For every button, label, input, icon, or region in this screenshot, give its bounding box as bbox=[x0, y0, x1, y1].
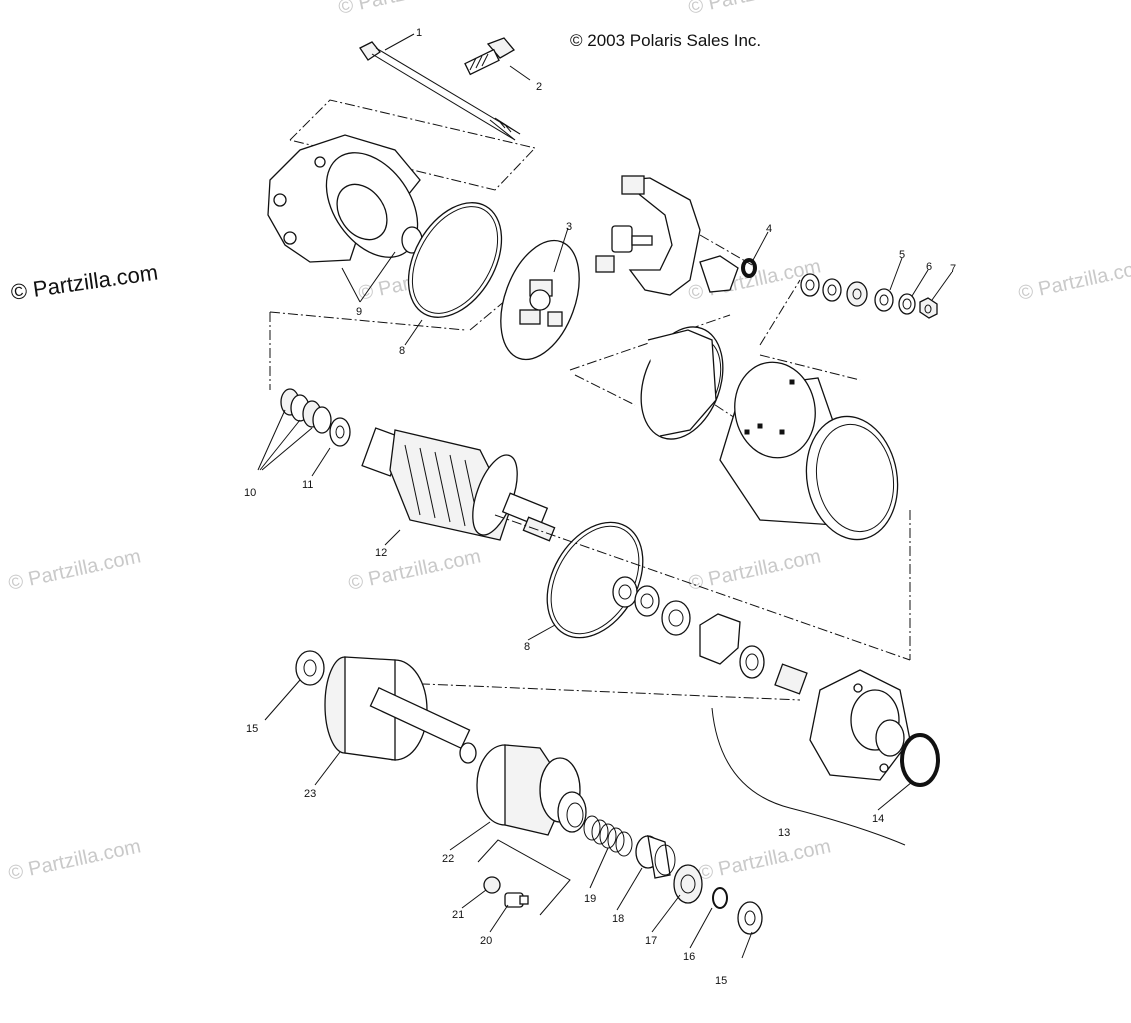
callout-5: 5 bbox=[899, 249, 905, 261]
callout-21: 21 bbox=[452, 909, 464, 921]
callout-6: 6 bbox=[926, 261, 932, 273]
brush-holder-ring bbox=[640, 326, 724, 440]
sleeve bbox=[635, 835, 676, 879]
washer-21 bbox=[483, 876, 501, 894]
watermark: © Partzilla.com bbox=[6, 545, 142, 595]
callout-14: 14 bbox=[872, 813, 884, 825]
callout-11: 11 bbox=[302, 479, 313, 491]
washer-15-lower-hole bbox=[744, 910, 756, 926]
callout-13: 13 bbox=[778, 827, 790, 839]
callout-8-upper: 8 bbox=[399, 345, 405, 357]
rear-washers bbox=[612, 576, 808, 695]
callout-20: 20 bbox=[480, 935, 492, 947]
bearing-caps bbox=[257, 388, 332, 471]
callout-15-lower: 15 bbox=[715, 975, 727, 987]
overrunning-clutch bbox=[476, 744, 587, 836]
front-housing bbox=[267, 134, 423, 263]
armature-washer bbox=[329, 417, 351, 447]
leader-lines bbox=[264, 33, 953, 959]
pin-20 bbox=[504, 892, 529, 908]
callout-12: 12 bbox=[375, 547, 387, 559]
callout-2: 2 bbox=[536, 81, 542, 93]
copyright-notice: © 2003 Polaris Sales Inc. bbox=[570, 31, 761, 50]
bracket-20-21 bbox=[477, 839, 571, 916]
callout-7: 7 bbox=[950, 263, 956, 275]
armature-washer-hole bbox=[335, 425, 345, 439]
callout-19: 19 bbox=[584, 893, 596, 905]
callout-1: 1 bbox=[416, 27, 422, 39]
spring bbox=[583, 815, 633, 857]
snap-ring-16 bbox=[712, 887, 728, 909]
watermark: © Partzilla.com bbox=[686, 545, 822, 595]
flange-bolt bbox=[464, 37, 515, 76]
callout-3: 3 bbox=[566, 221, 572, 233]
o-ring-top bbox=[407, 202, 503, 318]
callout-labels: 1 2 3 4 5 6 7 8 9 10 11 12 8 13 14 15 23… bbox=[244, 27, 956, 987]
watermark: © Partzilla.com bbox=[336, 0, 472, 19]
armature bbox=[361, 427, 556, 542]
through-bolt bbox=[359, 41, 521, 141]
rear-housing bbox=[809, 669, 911, 781]
callout-23: 23 bbox=[304, 788, 316, 800]
watermark: © Partzilla.com bbox=[686, 0, 822, 19]
callout-10: 10 bbox=[244, 487, 256, 499]
bearing-17-hole bbox=[680, 874, 696, 894]
partzilla-mark: © Partzilla.com bbox=[9, 260, 159, 305]
small-o-ring bbox=[741, 258, 757, 278]
callout-4: 4 bbox=[766, 223, 772, 235]
callout-18: 18 bbox=[612, 913, 624, 925]
washer-15-upper bbox=[295, 650, 325, 686]
brush-plate bbox=[500, 239, 580, 361]
brush-holder bbox=[595, 175, 739, 296]
watermark: © Partzilla.com bbox=[696, 835, 832, 885]
o-ring-top-inner bbox=[411, 206, 499, 314]
callout-9: 9 bbox=[356, 306, 362, 318]
watermark: © Partzilla.com bbox=[6, 835, 142, 885]
watermark: © Partzilla.com bbox=[1016, 255, 1131, 305]
motor-yoke bbox=[719, 361, 899, 541]
washer-15-lower bbox=[737, 901, 763, 935]
callout-17: 17 bbox=[645, 935, 657, 947]
watermark: © Partzilla.com bbox=[346, 545, 482, 595]
callout-8-lower: 8 bbox=[524, 641, 530, 653]
callout-22: 22 bbox=[442, 853, 454, 865]
washer-stack bbox=[800, 273, 938, 319]
gear-shaft bbox=[324, 656, 477, 764]
bracket-13 bbox=[711, 707, 906, 846]
watermark-layer: © Partzilla.com © Partzilla.com © Partzi… bbox=[6, 0, 1131, 885]
callout-15-upper: 15 bbox=[246, 723, 258, 735]
bearing-17 bbox=[673, 864, 703, 904]
rear-o-ring bbox=[900, 733, 940, 787]
callout-16: 16 bbox=[683, 951, 695, 963]
washer-15-upper-hole bbox=[303, 659, 317, 677]
